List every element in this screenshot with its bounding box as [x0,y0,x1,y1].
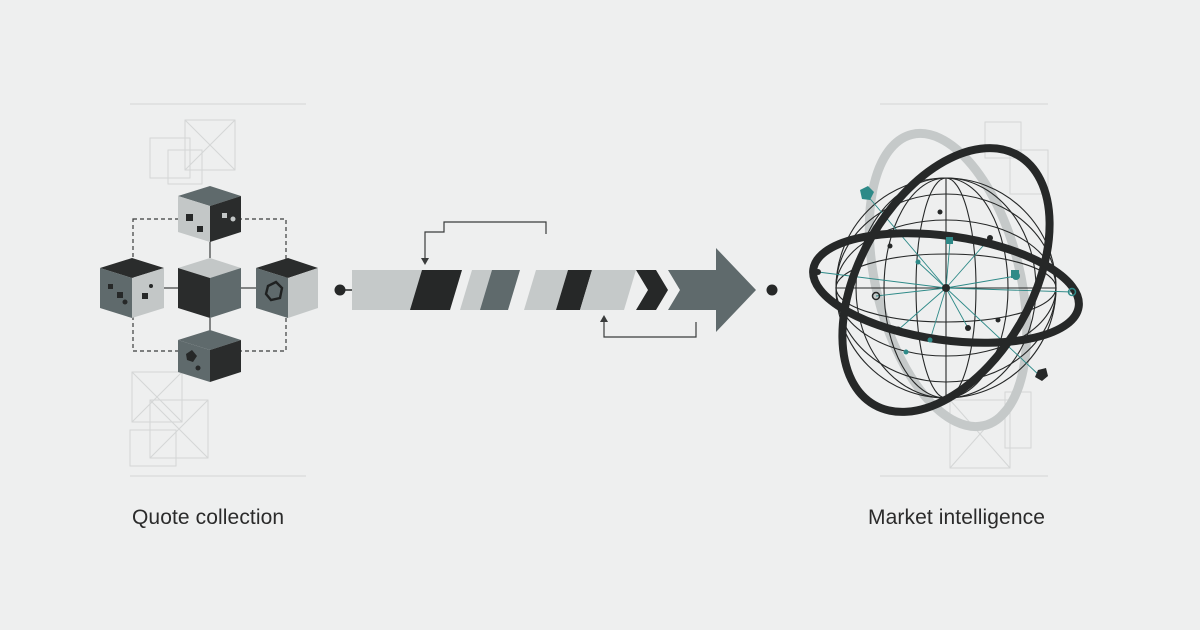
start-node-icon [334,284,346,296]
cube-left [100,258,164,318]
stage-label-market-intelligence: Market intelligence [868,506,1045,529]
end-node-icon [766,284,778,296]
network-lines [817,193,1073,377]
feedback-lines [424,221,697,338]
cube-right [256,258,318,318]
sketch-lines-left [129,103,306,477]
stage-label-quote-collection: Quote collection [132,506,285,529]
sketch-lines-right [880,103,1049,477]
arrow-icon [334,221,778,338]
network-nodes [815,186,1077,381]
globe-orbit-icon [809,103,1083,477]
cube-top [178,186,241,242]
cube-cluster-icon [100,103,318,477]
cube-center [178,258,241,318]
cube-bottom [178,330,241,382]
